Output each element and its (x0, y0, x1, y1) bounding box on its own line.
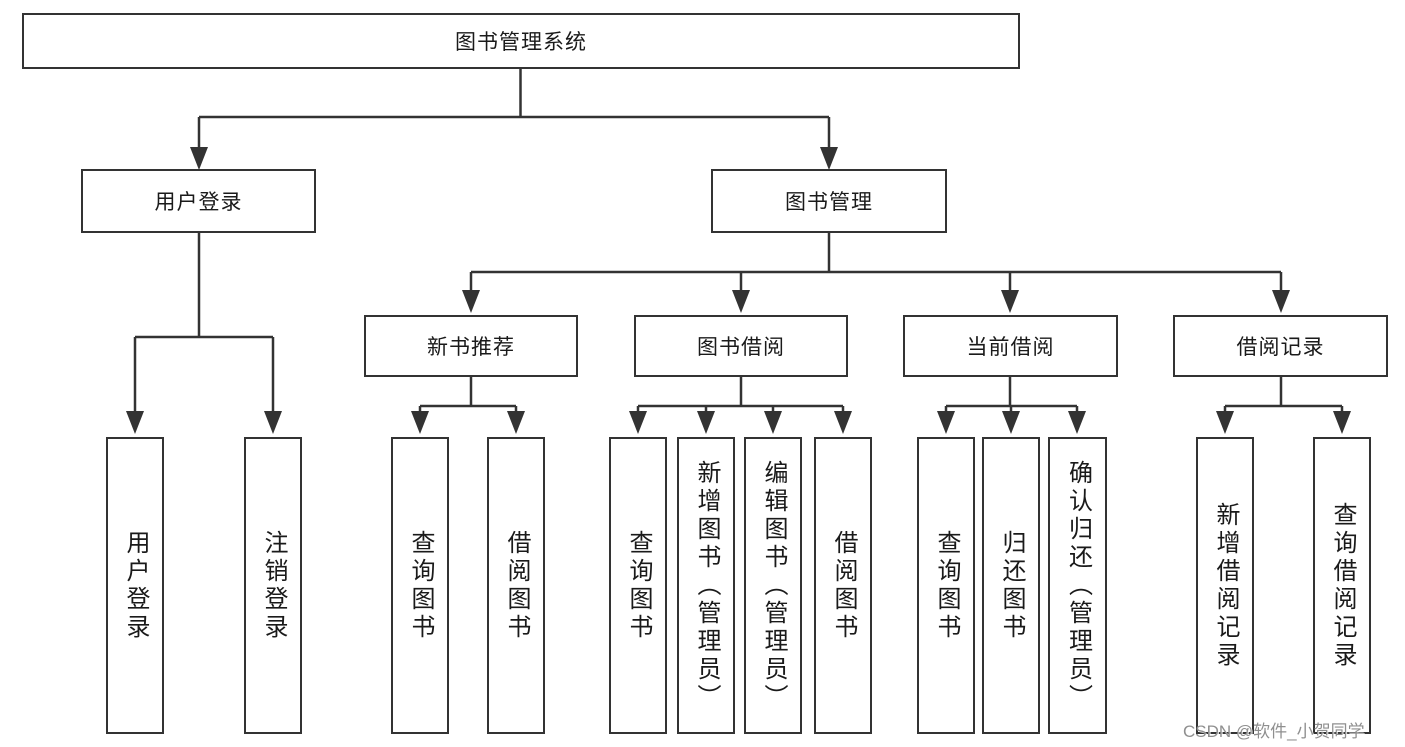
leaf-edit-books-admin: 编辑图书（管理员） (744, 437, 802, 734)
arrowhead-icon (1068, 411, 1086, 434)
leaf-add-borrow-record: 新增借阅记录 (1196, 437, 1254, 734)
node-label: 借阅记录 (1236, 336, 1325, 359)
node-current-borrow: 当前借阅 (903, 315, 1118, 377)
leaf-label: 借阅图书 (503, 529, 530, 642)
leaf-user-login: 用户登录 (106, 437, 164, 734)
arrowhead-icon (937, 411, 955, 434)
node-borrow-records: 借阅记录 (1173, 315, 1388, 377)
arrowhead-icon (264, 411, 282, 434)
arrowhead-icon (820, 147, 838, 170)
leaf-label: 新增图书（管理员） (693, 459, 720, 712)
node-new-book-recommend: 新书推荐 (364, 315, 578, 377)
node-book-borrow: 图书借阅 (634, 315, 848, 377)
arrowhead-icon (834, 411, 852, 434)
leaf-confirm-return-admin: 确认归还（管理员） (1048, 437, 1107, 734)
leaf-label: 查询借阅记录 (1329, 501, 1356, 670)
node-label: 当前借阅 (966, 336, 1055, 359)
leaf-query-books-borrow: 查询图书 (609, 437, 667, 734)
node-label: 新书推荐 (427, 336, 515, 359)
leaf-return-books: 归还图书 (982, 437, 1040, 734)
arrowhead-icon (190, 147, 208, 170)
leaf-label: 编辑图书（管理员） (760, 459, 787, 712)
node-label: 图书管理系统 (455, 31, 587, 54)
leaf-label: 确认归还（管理员） (1064, 459, 1092, 712)
node-label: 图书借阅 (697, 336, 785, 359)
node-book-management: 图书管理 (711, 169, 947, 233)
leaf-query-books-current: 查询图书 (917, 437, 975, 734)
node-label: 图书管理 (785, 191, 873, 214)
leaf-label: 注销登录 (260, 529, 287, 642)
arrowhead-icon (1001, 290, 1019, 313)
arrowhead-icon (1002, 411, 1020, 434)
arrowhead-icon (507, 411, 525, 434)
arrowhead-icon (462, 290, 480, 313)
arrowhead-icon (126, 411, 144, 434)
arrowhead-icon (1272, 290, 1290, 313)
node-label: 用户登录 (154, 191, 243, 214)
leaf-borrow-books: 借阅图书 (814, 437, 872, 734)
leaf-add-books-admin: 新增图书（管理员） (677, 437, 735, 734)
leaf-label: 用户登录 (122, 529, 149, 642)
node-library-management-system: 图书管理系统 (22, 13, 1020, 69)
csdn-watermark: CSDN @软件_小贺同学 (1183, 722, 1365, 741)
leaf-query-borrow-record: 查询借阅记录 (1313, 437, 1371, 734)
leaf-label: 查询图书 (625, 529, 652, 642)
leaf-query-books-recommend: 查询图书 (391, 437, 449, 734)
leaf-label: 新增借阅记录 (1212, 501, 1239, 670)
leaf-label: 借阅图书 (830, 529, 857, 642)
arrowhead-icon (732, 290, 750, 313)
leaf-label: 查询图书 (933, 529, 960, 642)
leaf-label: 归还图书 (998, 529, 1025, 642)
arrowhead-icon (697, 411, 715, 434)
arrowhead-icon (764, 411, 782, 434)
arrowhead-icon (629, 411, 647, 434)
arrowhead-icon (1333, 411, 1351, 434)
leaf-logout: 注销登录 (244, 437, 302, 734)
leaf-label: 查询图书 (407, 529, 434, 642)
node-user-login: 用户登录 (81, 169, 316, 233)
arrowhead-icon (411, 411, 429, 434)
leaf-borrow-books-recommend: 借阅图书 (487, 437, 545, 734)
arrowhead-icon (1216, 411, 1234, 434)
